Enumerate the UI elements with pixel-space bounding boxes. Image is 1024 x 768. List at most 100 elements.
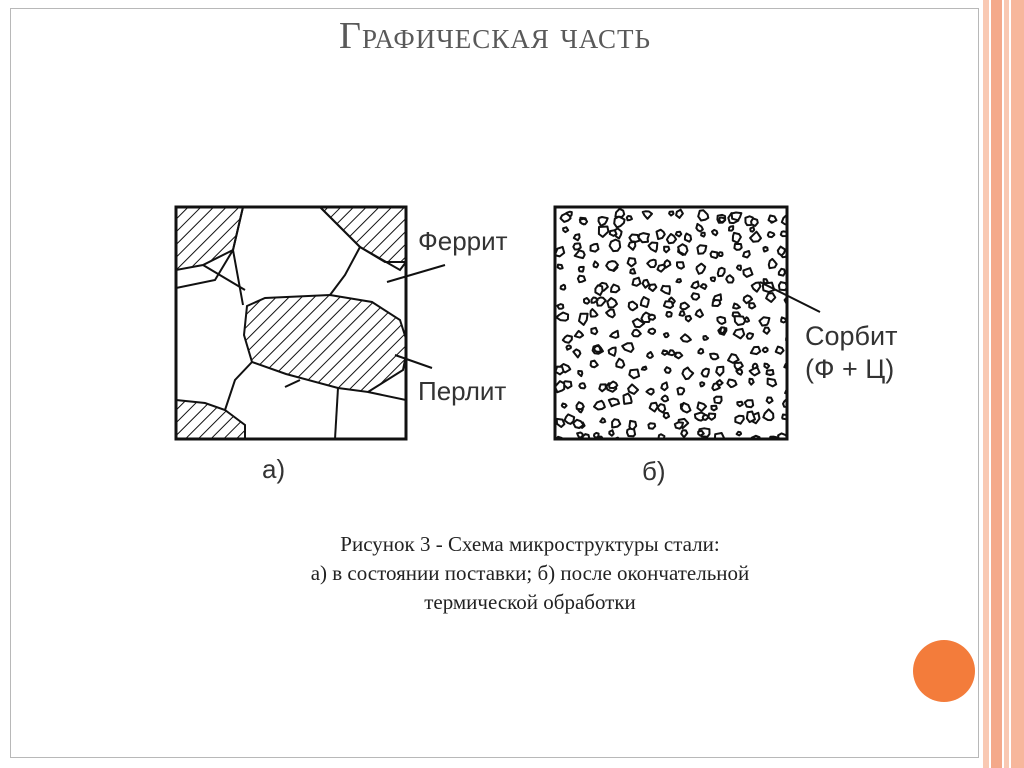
sorbite-particle — [593, 344, 602, 353]
sorbite-particle — [608, 429, 615, 437]
sorbite-particle — [765, 369, 775, 376]
sorbite-particle — [639, 296, 650, 309]
sorbite-particle — [578, 382, 587, 390]
sorbite-particle — [592, 260, 600, 269]
sorbite-particle — [745, 410, 756, 424]
sorbite-particle — [709, 250, 719, 260]
sorbite-particle — [605, 260, 619, 272]
sorbite-particle — [663, 366, 672, 374]
sorbite-particle — [733, 361, 744, 371]
sorbite-particle — [748, 302, 757, 310]
sorbite-particle — [577, 265, 585, 273]
pearlite-grain-top-left — [176, 207, 245, 272]
sorbite-particle — [573, 329, 585, 339]
sorbite-particle — [589, 242, 600, 253]
sorbite-particle — [725, 274, 735, 284]
sorbite-particle — [730, 211, 743, 222]
sorbite-particle — [555, 365, 565, 376]
sorbite-particle — [660, 284, 671, 296]
sorbite-particle — [646, 258, 657, 269]
sorbite-particle — [607, 346, 617, 357]
sorbite-particle — [647, 241, 659, 253]
sorbite-particle — [615, 357, 626, 369]
sorbite-particle — [745, 332, 755, 340]
sorbite-particle — [766, 231, 776, 239]
sorbite-particle — [765, 292, 777, 303]
sorbite-particle — [555, 417, 566, 428]
sorbite-particle — [718, 216, 726, 224]
sorbite-particle — [565, 344, 572, 351]
sorbite-particle — [663, 259, 672, 269]
sorbite-particle — [748, 366, 761, 377]
sorbite-particle — [678, 310, 686, 317]
sorbite-particle — [655, 228, 666, 241]
sorbite-particle — [576, 431, 584, 439]
sorbite-particle — [749, 230, 762, 243]
sorbite-particle — [715, 365, 725, 377]
sorbite-particle — [627, 383, 639, 395]
decor-stripe-3 — [1004, 0, 1009, 768]
sorbite-label: Сорбит — [805, 321, 897, 351]
sorbite-particle — [675, 208, 684, 219]
sorbite-particle — [690, 292, 701, 301]
sorbite-particle — [697, 347, 705, 355]
sorbite-particle — [631, 328, 642, 338]
sorbite-particle — [699, 283, 708, 290]
sorbite-particle — [758, 316, 771, 327]
sorbite-particle — [774, 345, 785, 355]
sorbite-particle — [665, 233, 678, 245]
sorbite-particle — [742, 250, 751, 259]
sorbite-particle — [662, 300, 675, 309]
sorbite-particle — [572, 348, 582, 359]
sorbite-particle — [640, 365, 648, 371]
sorbite-particle — [742, 294, 754, 305]
sorbite-particle — [628, 368, 641, 380]
sorbite-particle — [674, 351, 684, 360]
sorbite-particle — [637, 232, 650, 244]
sorbite-particle — [611, 418, 622, 429]
sorbite-particle — [762, 408, 775, 422]
sorbite-particle — [676, 261, 685, 270]
sorbite-particle — [710, 404, 718, 412]
sorbite-particle — [780, 316, 787, 324]
sorbite-particle — [680, 401, 692, 414]
figure-caption: Рисунок 3 - Схема микроструктуры стали: … — [200, 530, 860, 617]
sorbite-particle — [559, 212, 572, 223]
panel-b-label: б) — [642, 456, 666, 486]
sorbite-particle — [767, 214, 778, 223]
sorbite-particle — [660, 394, 670, 403]
sorbite-particle — [716, 379, 724, 386]
sorbite-particle — [679, 333, 692, 343]
sorbite-particle — [626, 427, 637, 438]
sorbite-particle — [622, 392, 633, 405]
sorbite-particle — [648, 401, 659, 413]
pearlite-grain-top-right — [318, 207, 406, 263]
slide-frame — [10, 8, 979, 758]
sorbite-particle — [572, 418, 585, 429]
sorbite-particle — [626, 257, 637, 268]
sorbite-particle — [683, 232, 693, 243]
sorbite-particle — [594, 284, 604, 297]
sorbite-particle — [608, 229, 618, 237]
sorbite-particle — [673, 421, 684, 430]
sorbite-particle — [641, 278, 651, 289]
sorbite-particle — [590, 326, 599, 336]
sorbite-particle — [576, 274, 587, 284]
sorbite-particle — [761, 346, 769, 354]
panel-a-structure — [176, 207, 406, 439]
sorbite-particle — [684, 314, 693, 323]
caption-line-1: Рисунок 3 - Схема микроструктуры стали: — [340, 532, 720, 556]
sorbite-particle — [609, 329, 620, 339]
sorbite-particle — [716, 315, 727, 325]
sorbite-particle — [733, 243, 743, 251]
sorbite-particle — [625, 215, 633, 222]
sorbite-particle — [556, 303, 565, 310]
sorbite-particle — [681, 366, 695, 381]
sorbite-particle — [578, 312, 589, 326]
sorbite-particle — [749, 345, 762, 356]
pearlite-grain-center — [242, 293, 406, 394]
sorbite-particle — [697, 209, 710, 222]
sorbite-particle — [735, 368, 744, 376]
sorbite-particle — [735, 264, 742, 271]
sorbite-particle — [736, 400, 744, 408]
